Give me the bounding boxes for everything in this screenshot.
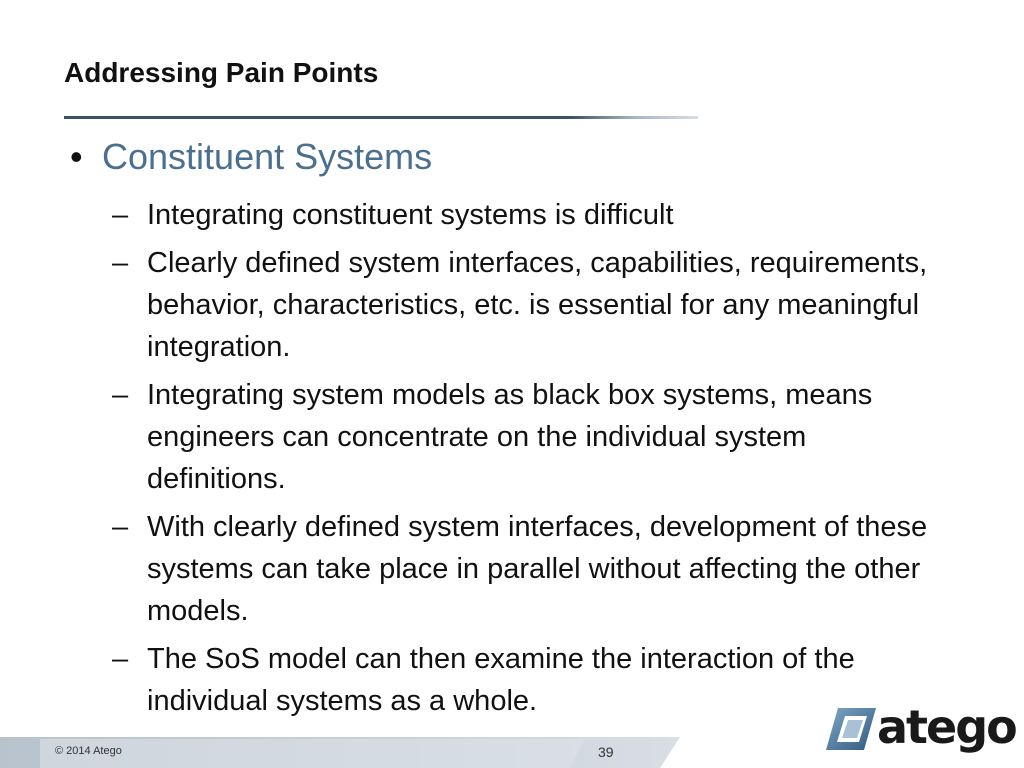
atego-logo-icon — [826, 708, 876, 750]
sub-bullet-text: Integrating constituent systems is diffi… — [147, 199, 674, 231]
sub-bullet: – Clearly defined system interfaces, cap… — [112, 242, 942, 368]
footer-band — [0, 737, 1024, 768]
slide-title: Addressing Pain Points — [64, 57, 379, 88]
main-bullet: • Constituent Systems — [70, 136, 432, 178]
dash-marker: – — [112, 511, 129, 543]
dash-marker: – — [112, 379, 129, 411]
copyright-text: © 2014 Atego — [55, 745, 122, 757]
logo-wordmark: atego — [877, 700, 1018, 754]
sub-bullet: – The SoS model can then examine the int… — [112, 638, 942, 722]
sub-bullet-text: The SoS model can then examine the inter… — [147, 643, 855, 717]
page-number: 39 — [598, 744, 614, 760]
dash-marker: – — [112, 643, 129, 675]
sub-bullet: – Integrating system models as black box… — [112, 374, 942, 500]
sub-bullet-text: Integrating system models as black box s… — [147, 379, 873, 495]
sub-bullet-text: Clearly defined system interfaces, capab… — [147, 247, 928, 363]
main-bullet-text: Constituent Systems — [102, 136, 433, 177]
sub-bullet: – With clearly defined system interfaces… — [112, 506, 942, 632]
sub-bullet: – Integrating constituent systems is dif… — [112, 194, 942, 236]
sub-bullet-list: – Integrating constituent systems is dif… — [112, 194, 942, 728]
bullet-marker: • — [70, 136, 83, 177]
sub-bullet-text: With clearly defined system interfaces, … — [147, 511, 928, 627]
dash-marker: – — [112, 199, 129, 231]
title-underline — [64, 116, 698, 119]
dash-marker: – — [112, 247, 129, 279]
